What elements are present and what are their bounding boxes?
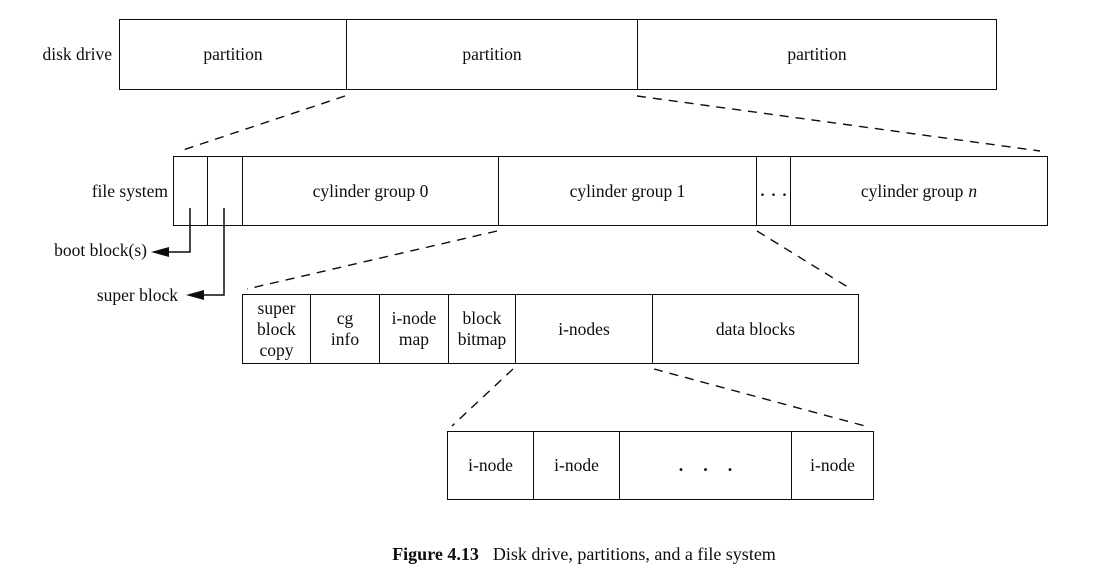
inode-cell: i-node — [533, 432, 619, 499]
file-system-box: cylinder group 0 cylinder group 1 ... cy… — [173, 156, 1048, 226]
dashed-connector-inodes-right — [653, 368, 866, 427]
cylinder-group-1-cell: cylinder group 1 — [498, 157, 756, 225]
cg-info-cell: cg info — [310, 295, 379, 363]
inode-map-cell: i-node map — [379, 295, 448, 363]
figure-caption: Figure 4.13 Disk drive, partitions, and a… — [32, 544, 1104, 565]
super-block-cell — [207, 157, 242, 225]
dashed-connector-inodes-left — [451, 368, 514, 427]
super-block-label: super block — [96, 285, 178, 305]
super-block-arrow-left-icon — [186, 290, 204, 300]
figure-caption-text: Disk drive, partitions, and a file syste… — [492, 544, 776, 564]
dashed-connector-cylinder-right — [756, 230, 852, 290]
boot-block-cell — [174, 157, 207, 225]
dashed-connector-cylinder-left — [246, 230, 498, 290]
figure-caption-number: Figure 4.13 — [392, 544, 479, 564]
disk-drive-box: partition partition partition — [119, 19, 997, 90]
cylinder-group-0-cell: cylinder group 0 — [242, 157, 498, 225]
ellipsis-cell: ... — [619, 432, 791, 499]
partition-cell: partition — [346, 20, 637, 89]
partition-cell: partition — [637, 20, 996, 89]
block-bitmap-cell: block bitmap — [448, 295, 515, 363]
data-blocks-cell: data blocks — [652, 295, 858, 363]
cylinder-group-n-var: n — [968, 180, 978, 201]
inode-list-box: i-node i-node ... i-node — [447, 431, 874, 500]
partition-cell: partition — [203, 44, 263, 64]
ellipsis-cell: ... — [756, 157, 790, 225]
file-system-label: file system — [91, 180, 168, 201]
disk-drive-label: disk drive — [42, 44, 112, 64]
boot-block-label: boot block(s) — [54, 240, 147, 260]
inodes-cell: i-nodes — [515, 295, 652, 363]
boot-block-arrow-left-icon — [151, 247, 169, 257]
dashed-connector-partition-right — [636, 95, 1041, 152]
dashed-connector-partition-left — [179, 95, 346, 152]
cylinder-group-n-prefix: cylinder group — [860, 180, 964, 201]
inode-cell: i-node — [468, 455, 513, 475]
super-block-copy-cell: super block copy — [257, 297, 296, 360]
inode-cell: i-node — [791, 432, 873, 499]
cylinder-group-detail-box: super block copy cg info i-node map bloc… — [242, 294, 859, 364]
